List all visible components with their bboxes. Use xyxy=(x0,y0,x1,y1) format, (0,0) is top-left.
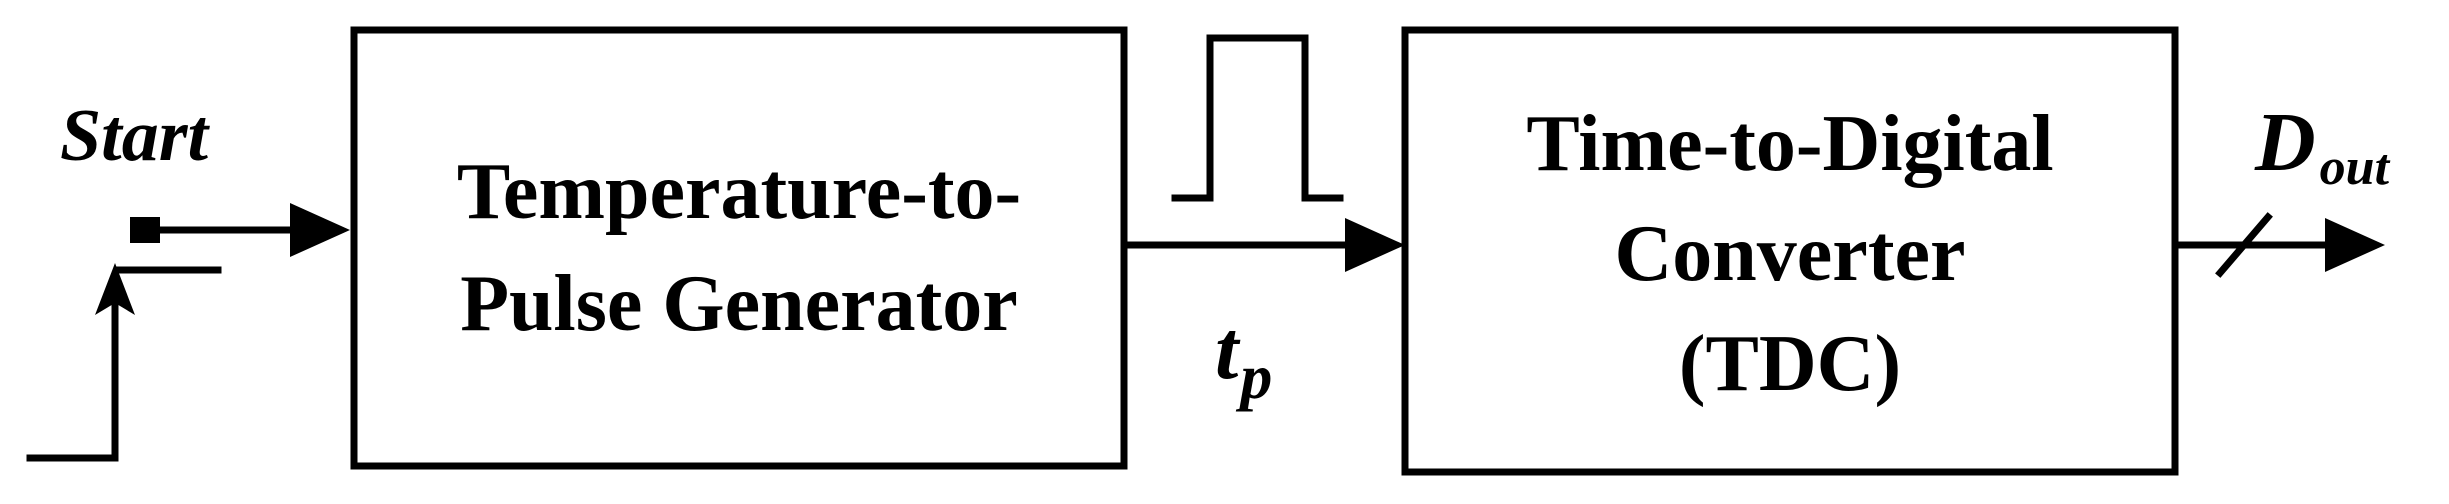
tpg-label-line1: Temperature-to- xyxy=(457,148,1021,236)
time-to-digital-converter-block xyxy=(1401,26,2179,476)
dout-output-arrow xyxy=(2171,212,2385,278)
tpg-label-line2: Pulse Generator xyxy=(460,260,1018,348)
tp-label-main: t xyxy=(1215,304,1241,397)
tp-connection-arrow xyxy=(1120,218,1405,272)
start-label: Start xyxy=(60,95,211,177)
pulse-waveform xyxy=(1171,34,1344,202)
tdc-label-line3: (TDC) xyxy=(1679,320,1901,408)
dout-label-subscript: out xyxy=(2320,139,2391,196)
tp-label: tp xyxy=(1215,304,1272,412)
tp-label-subscript: p xyxy=(1235,341,1272,412)
dout-label: Dout xyxy=(2254,96,2391,196)
tdc-label-line1: Time-to-Digital xyxy=(1526,100,2053,188)
dout-label-main: D xyxy=(2254,96,2316,189)
temperature-to-pulse-generator-block xyxy=(350,26,1128,470)
tdc-label-line2: Converter xyxy=(1615,210,1966,298)
start-step-waveform xyxy=(26,203,350,462)
bus-slash xyxy=(2215,212,2273,278)
